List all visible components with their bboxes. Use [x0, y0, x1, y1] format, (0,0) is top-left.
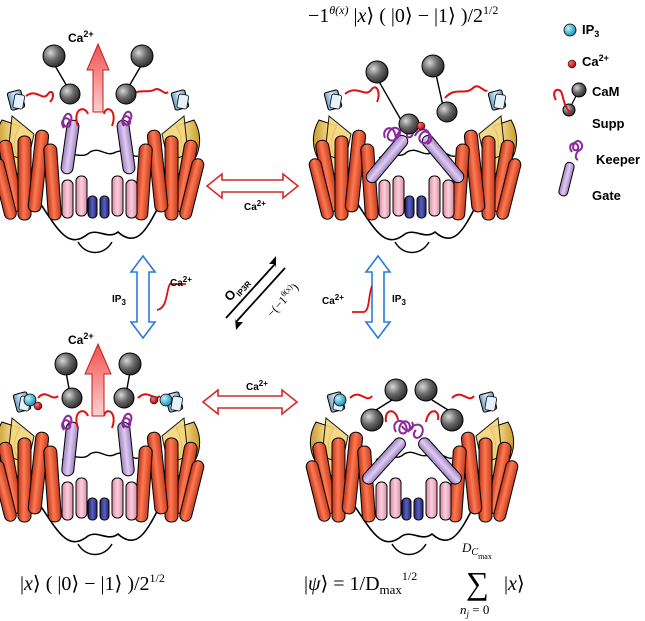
svg-text:nj = 0: nj = 0	[460, 602, 489, 619]
ca-release-label-top-left: Ca2+	[68, 29, 94, 45]
formula-top: −1θ(x) |x⟩ ( |0⟩ − |1⟩ )/21/2	[308, 3, 498, 27]
svg-text:DCmax: DCmax	[461, 540, 492, 561]
operator-arrows	[225, 256, 286, 330]
state-top-left	[0, 42, 206, 254]
legend: IP3 Ca2+ CaM Supp Keeper Gate	[553, 22, 640, 203]
state-top-right	[307, 54, 523, 254]
svg-text:|x⟩: |x⟩	[504, 573, 525, 595]
state-bottom-left	[0, 342, 206, 556]
legend-item-suppressor: Supp	[553, 88, 625, 131]
ip3-icon	[563, 23, 577, 37]
svg-text:Keeper: Keeper	[596, 152, 640, 167]
legend-item-keeper: Keeper	[569, 140, 640, 167]
svg-text:CaM: CaM	[592, 84, 619, 99]
formula-bottom-left: |x⟩ ( |0⟩ − |1⟩ )/21/2	[20, 571, 165, 595]
svg-text:IP3: IP3	[112, 294, 126, 307]
state-bottom-right	[304, 378, 520, 556]
svg-text:Supp: Supp	[592, 116, 625, 131]
svg-text:Ca2+: Ca2+	[246, 379, 268, 393]
svg-text:Ca2+: Ca2+	[244, 199, 266, 213]
gate-icon	[558, 161, 575, 197]
legend-item-gate: Gate	[558, 161, 621, 203]
svg-text:Ca2+: Ca2+	[170, 275, 192, 289]
legend-item-calcium: Ca2+	[567, 53, 609, 69]
svg-text:IP3: IP3	[392, 294, 406, 307]
transition-arrow-left: IP3 Ca2+	[112, 254, 192, 340]
svg-text:Ca2+: Ca2+	[582, 53, 609, 69]
svg-text:|ψ⟩ = 1/Dmax1/2: |ψ⟩ = 1/Dmax1/2	[304, 569, 417, 597]
ca-release-label-bottom-left: Ca2+	[68, 331, 94, 347]
keeper-icon	[569, 140, 584, 161]
calmodulin-icon	[562, 82, 587, 117]
svg-text:∑: ∑	[466, 565, 489, 601]
calcium-icon	[567, 59, 577, 69]
svg-text:IP3: IP3	[582, 22, 599, 39]
svg-text:Ca2+: Ca2+	[322, 293, 344, 307]
legend-item-ip3: IP3	[563, 22, 599, 39]
transition-arrow-bottom: Ca2+	[201, 379, 299, 416]
suppressor-icon	[553, 88, 573, 115]
svg-text:Gate: Gate	[592, 188, 621, 203]
operator-oip3r-label: OIP3R	[221, 273, 253, 306]
transition-arrow-top: Ca2+	[205, 172, 300, 213]
legend-item-calmodulin: CaM	[562, 82, 619, 117]
formula-bottom-right: |ψ⟩ = 1/Dmax1/2 ∑ DCmax nj = 0 |x⟩	[304, 540, 525, 619]
transition-arrow-right: IP3 Ca2+	[322, 254, 406, 340]
